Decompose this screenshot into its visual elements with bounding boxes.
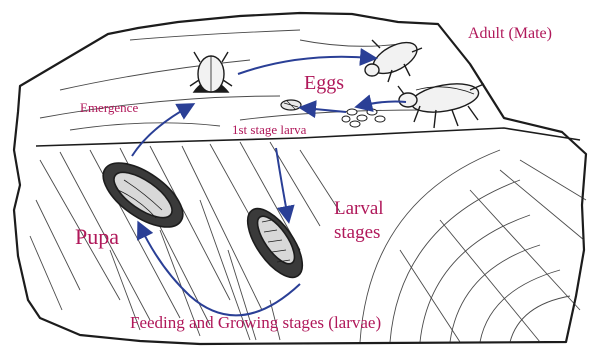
label-larval-line2: stages	[334, 222, 380, 243]
label-feeding-growing: Feeding and Growing stages (larvae)	[130, 314, 381, 331]
eggs-icon	[342, 109, 385, 127]
first-stage-larva-icon	[281, 100, 301, 110]
wood-block	[14, 13, 586, 344]
emerging-beetle-icon	[190, 52, 232, 92]
arrow-eggs-to-first-larva	[304, 108, 346, 112]
label-first-stage-larva: 1st stage larva	[232, 123, 306, 136]
label-larval-line1: Larval	[334, 198, 384, 219]
label-larval-stages: Larval stages	[334, 197, 384, 245]
label-pupa: Pupa	[75, 226, 119, 248]
label-eggs: Eggs	[304, 73, 344, 93]
label-emergence: Emergence	[80, 101, 138, 114]
life-cycle-arrows	[132, 57, 406, 316]
label-adult-mate: Adult (Mate)	[468, 26, 552, 42]
adult-beetle-icon	[365, 36, 484, 128]
arrow-pupa-to-emergence	[132, 106, 190, 156]
arrow-first-larva-to-larval	[276, 148, 288, 218]
arrow-adult-to-eggs	[360, 102, 406, 107]
